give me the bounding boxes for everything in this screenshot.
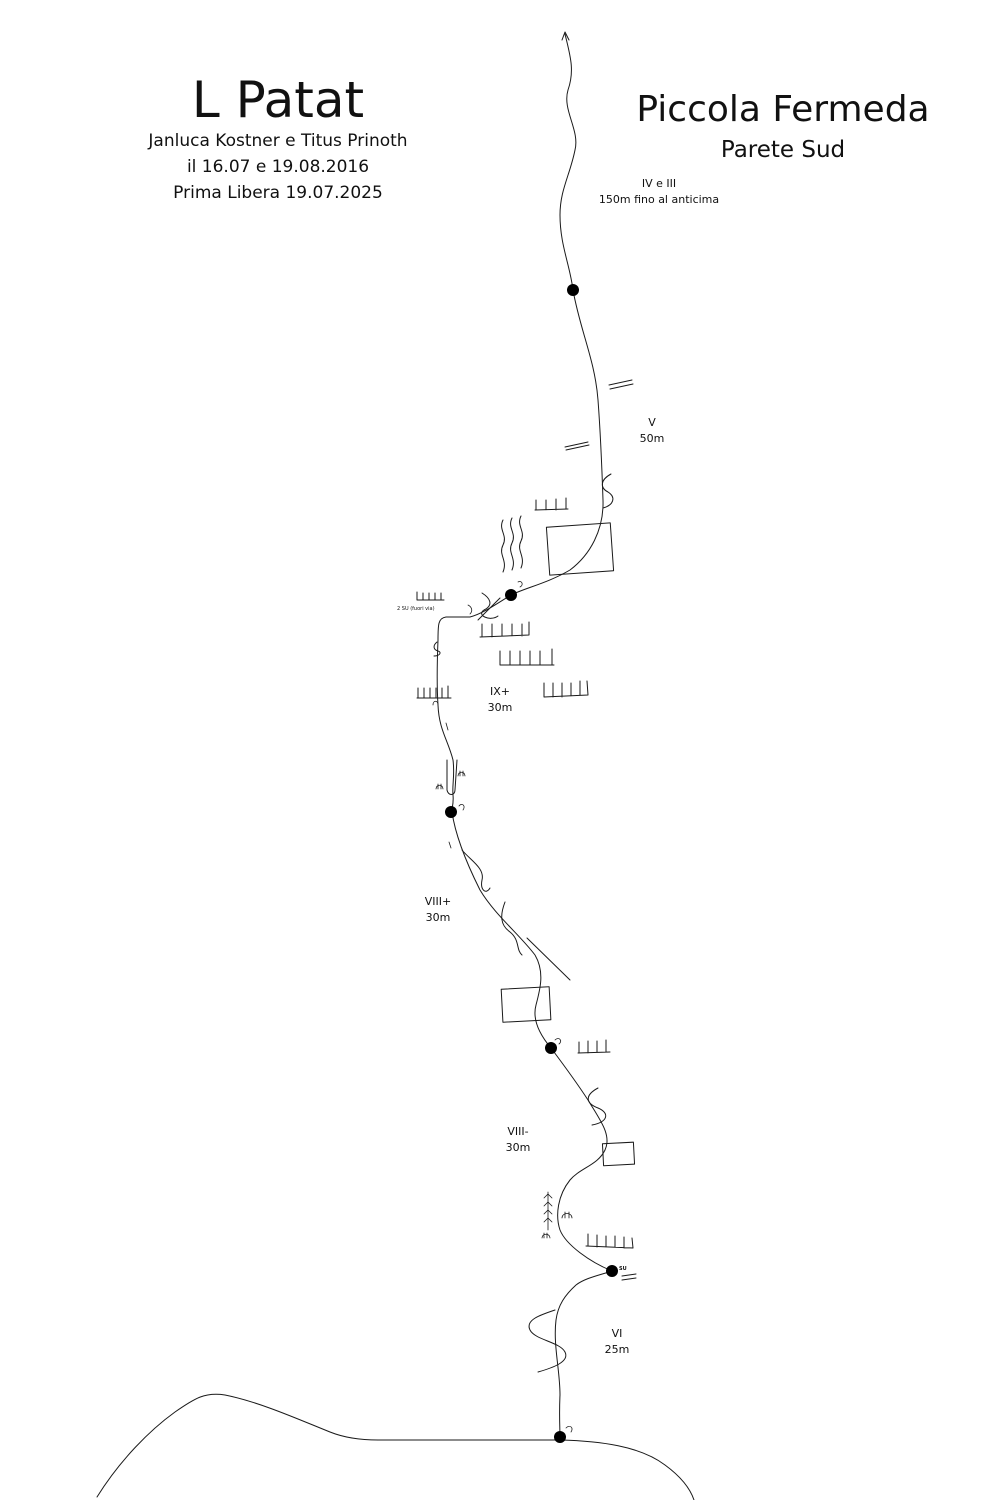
pitch-4-label: IX+ 30m xyxy=(488,684,513,716)
crack-icon xyxy=(501,901,523,956)
overhang-icon xyxy=(479,621,530,638)
overhang-icon xyxy=(416,685,452,699)
friend-icon xyxy=(541,1232,551,1239)
overhang-icon xyxy=(499,648,555,666)
belay-station-icon xyxy=(505,589,517,601)
pitch-1-length: 25m xyxy=(604,1343,630,1356)
pitch-3-length: 30m xyxy=(425,911,451,924)
ledge-icon xyxy=(621,1273,637,1281)
roof-block-icon xyxy=(601,1141,636,1167)
thread-icon xyxy=(432,700,439,706)
crack-icon xyxy=(601,473,614,509)
belay-station-icon xyxy=(554,1431,566,1443)
friend-icon xyxy=(561,1211,573,1219)
overhang-icon xyxy=(585,1233,634,1249)
overhang-icon xyxy=(534,497,569,511)
roof-block-icon xyxy=(545,522,615,576)
crack-icon xyxy=(461,849,491,892)
crack-icon xyxy=(526,937,571,981)
friend-icon xyxy=(435,783,444,790)
thread-icon xyxy=(565,1425,573,1433)
route-authors: Janluca Kostner e Titus Prinoth xyxy=(148,131,408,151)
face-name: Parete Sud xyxy=(720,137,846,163)
crack-icon xyxy=(587,1087,607,1126)
su-mark: SU xyxy=(619,1266,627,1272)
first-free-ascent: Prima Libera 19.07.2025 xyxy=(173,183,383,203)
pitch-5-label: V 50m xyxy=(640,415,665,447)
thread-icon xyxy=(467,604,473,615)
crack-icon xyxy=(446,759,458,795)
tree-icon xyxy=(543,1191,553,1231)
route-dates: il 16.07 e 19.08.2016 xyxy=(186,157,370,177)
belay-station-icon xyxy=(606,1265,618,1277)
friend-icon xyxy=(457,770,466,777)
bolt-note: 2 SU (fuori via) xyxy=(397,606,435,612)
belay-station-icon xyxy=(567,284,579,296)
bolt-icon xyxy=(448,841,452,849)
thread-icon xyxy=(458,803,465,811)
pitch-6-label: IV e III 150m fino al anticima xyxy=(599,176,719,208)
pitch-5-grade: V xyxy=(648,416,656,429)
pitch-1-label: VI 25m xyxy=(605,1326,630,1358)
pitch-4-length: 30m xyxy=(487,701,513,714)
thread-icon xyxy=(554,1038,562,1045)
crack-icon xyxy=(528,1309,567,1373)
pitch-4-grade: IX+ xyxy=(490,685,510,698)
roof-block-icon xyxy=(500,986,552,1023)
overhang-icon xyxy=(577,1039,611,1054)
crack-icon xyxy=(433,641,441,657)
arrow-up-icon xyxy=(561,31,570,41)
thread-icon xyxy=(517,581,523,588)
overhang-icon xyxy=(543,680,589,698)
belay-station-icon xyxy=(445,806,457,818)
ledge-icon xyxy=(564,441,590,451)
overhang-icon xyxy=(416,591,445,601)
pitch-2-label: VIII- 30m xyxy=(506,1124,531,1156)
crack-icon xyxy=(510,517,514,571)
pitch-2-length: 30m xyxy=(505,1141,531,1154)
route-line xyxy=(436,33,613,1438)
crack-icon xyxy=(501,519,505,573)
belay-station-icon xyxy=(545,1042,557,1054)
ground-line xyxy=(96,1393,695,1500)
ledge-icon xyxy=(608,379,634,390)
crack-icon xyxy=(519,515,523,569)
bolt-icon xyxy=(445,722,449,731)
pitch-3-grade: VIII+ xyxy=(424,895,452,908)
peak-name: Piccola Fermeda xyxy=(636,89,930,130)
route-title: L Patat xyxy=(191,71,365,129)
pitch-6-grade: IV e III xyxy=(641,177,677,190)
pitch-1-grade: VI xyxy=(611,1327,623,1340)
pitch-6-length: 150m fino al anticima xyxy=(598,193,720,206)
pitch-5-length: 50m xyxy=(639,432,665,445)
pitch-3-label: VIII+ 30m xyxy=(425,894,451,926)
crack-icon xyxy=(477,592,501,621)
pitch-2-grade: VIII- xyxy=(507,1125,529,1138)
